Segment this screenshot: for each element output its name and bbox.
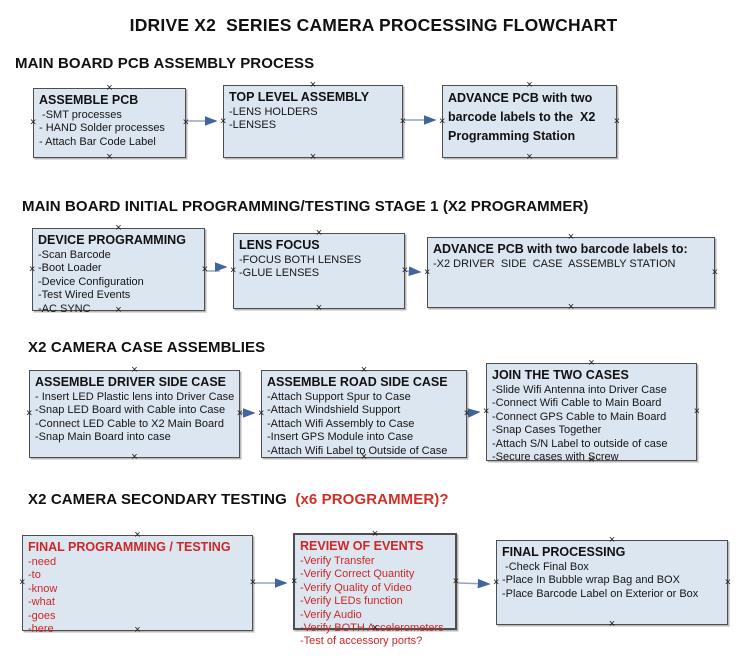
- flow-box-top-level-assembly: TOP LEVEL ASSEMBLY -LENS HOLDERS-LENSES: [223, 85, 403, 158]
- box-item: -goes: [28, 609, 56, 622]
- box-item: -Insert GPS Module into Case: [267, 431, 414, 444]
- box-title: ASSEMBLE PCB: [39, 93, 139, 107]
- box-items: -Check Final Box-Place In Bubble wrap Ba…: [502, 561, 723, 601]
- box-item: -Snap LED Board with Cable into Case: [35, 404, 226, 417]
- box-item: -Attach Wifi Label to Outside of Case: [267, 444, 448, 457]
- section-heading-programmer-highlight: (x6 PROGRAMMER)?: [295, 491, 449, 508]
- box-item: -Place Barcode Label on Exterior or Box: [502, 587, 699, 600]
- box-title: LENS FOCUS: [239, 238, 320, 252]
- box-item: -GLUE LENSES: [239, 267, 320, 280]
- arrow-road-case-to-join-cases: [467, 408, 481, 418]
- box-item: -Attach S/N Label to outside of case: [492, 437, 668, 450]
- box-item: -to: [28, 569, 41, 582]
- flow-box-final-programming-testing: FINAL PROGRAMMING / TESTING -need-to-kno…: [22, 535, 253, 635]
- box-items: - Insert LED Plastic lens into Driver Ca…: [35, 391, 235, 445]
- box-item: -Scan Barcode: [38, 248, 111, 261]
- box-item: -Verify Correct Quantity: [300, 568, 415, 581]
- flow-box-assemble-pcb: ASSEMBLE PCB -SMT processes- HAND Solder…: [33, 88, 186, 158]
- box-title: ADVANCE PCB with two barcode labels to t…: [448, 91, 599, 143]
- flow-box-advance-pcb-to-driver-side-station: ADVANCE PCB with two barcode labels to: …: [427, 237, 715, 308]
- box-items: -LENS HOLDERS-LENSES: [229, 106, 398, 133]
- box-item: -FOCUS BOTH LENSES: [239, 253, 362, 266]
- box-items: -need-to-know-what-goes-here: [28, 556, 248, 636]
- box-item: -Attach Windshield Support: [267, 404, 401, 417]
- box-items: -Attach Support Spur to Case-Attach Wind…: [267, 391, 462, 458]
- box-item: - Attach Bar Code Label: [39, 135, 156, 148]
- box-item: -Connect GPS Cable to Main Board: [492, 410, 667, 423]
- box-item: -Snap Main Board into case: [35, 431, 171, 444]
- box-items: -SMT processes- HAND Solder processes- A…: [39, 109, 181, 149]
- box-items: -Slide Wifi Antenna into Driver Case-Con…: [492, 384, 692, 464]
- box-item: -AC SYNC: [38, 302, 91, 315]
- box-title: TOP LEVEL ASSEMBLY: [229, 90, 370, 104]
- box-item: -here: [28, 622, 54, 635]
- box-item: -Attach Support Spur to Case: [267, 390, 411, 403]
- flow-box-advance-pcb-to-programming-station: ADVANCE PCB with two barcode labels to t…: [442, 85, 617, 158]
- box-items: -X2 DRIVER SIDE CASE ASSEMBLY STATION: [433, 258, 710, 271]
- box-item: - Insert LED Plastic lens into Driver Ca…: [35, 390, 235, 403]
- flow-box-join-the-two-cases: JOIN THE TWO CASES -Slide Wifi Antenna i…: [486, 363, 697, 464]
- flow-box-lens-focus: LENS FOCUS -FOCUS BOTH LENSES-GLUE LENSE…: [233, 233, 405, 309]
- box-item: -Verify LEDs function: [300, 595, 403, 608]
- box-item: -Boot Loader: [38, 262, 102, 275]
- box-item: -Test Wired Events: [38, 289, 131, 302]
- flow-box-device-programming: DEVICE PROGRAMMING -Scan Barcode-Boot Lo…: [32, 228, 205, 315]
- arrow-device-programming-to-lens-focus: [206, 262, 228, 272]
- box-item: -LENS HOLDERS: [229, 105, 318, 118]
- box-item: -Connect Wifi Cable to Main Board: [492, 397, 662, 410]
- flow-box-final-processing: FINAL PROCESSING -Check Final Box-Place …: [496, 540, 728, 625]
- section-heading-initial-programming: MAIN BOARD INITIAL PROGRAMMING/TESTING S…: [22, 198, 589, 215]
- box-title: ASSEMBLE ROAD SIDE CASE: [267, 375, 448, 389]
- box-item: - HAND Solder processes: [39, 122, 165, 135]
- box-items: -Verify Transfer-Verify Correct Quantity…: [300, 555, 451, 649]
- flow-box-review-of-events: REVIEW OF EVENTS -Verify Transfer-Verify…: [293, 533, 457, 647]
- box-item: -Verify Audio: [300, 608, 362, 621]
- box-item: -need: [28, 555, 57, 568]
- box-title: FINAL PROCESSING: [502, 545, 626, 559]
- arrow-review-to-final-processing: [457, 578, 491, 589]
- box-item: -Attach Wifi Assembly to Case: [267, 417, 415, 430]
- section-heading-pcb-assembly: MAIN BOARD PCB ASSEMBLY PROCESS: [15, 55, 315, 72]
- box-item: -know: [28, 582, 58, 595]
- box-title: JOIN THE TWO CASES: [492, 368, 629, 382]
- box-item: -Verify Transfer: [300, 554, 375, 567]
- box-item: -Test of accessory ports?: [300, 635, 423, 648]
- box-title: DEVICE PROGRAMMING: [38, 233, 186, 247]
- box-item: -Verify BOTH Accelerometers: [300, 621, 444, 634]
- box-items: -Scan Barcode-Boot Loader-Device Configu…: [38, 249, 200, 316]
- box-item: -Place In Bubble wrap Bag and BOX: [502, 574, 680, 587]
- box-item: -Connect LED Cable to X2 Main Board: [35, 417, 224, 430]
- box-item: -Verify Quality of Video: [300, 581, 412, 594]
- box-item: -X2 DRIVER SIDE CASE ASSEMBLY STATION: [433, 257, 676, 270]
- box-item: -Slide Wifi Antenna into Driver Case: [492, 383, 667, 396]
- section-heading-case-assemblies: X2 CAMERA CASE ASSEMBLIES: [28, 339, 266, 356]
- box-title: REVIEW OF EVENTS: [300, 539, 424, 553]
- arrow-lens-focus-to-advance-pcb: [405, 266, 422, 276]
- section-heading-secondary-testing-text: X2 CAMERA SECONDARY TESTING: [28, 491, 296, 508]
- box-item: -LENSES: [229, 119, 277, 132]
- flow-box-assemble-road-side-case: ASSEMBLE ROAD SIDE CASE -Attach Support …: [261, 370, 467, 458]
- box-item: -what: [28, 596, 55, 609]
- page-title: IDRIVE X2 SERIES CAMERA PROCESSING FLOWC…: [129, 15, 618, 35]
- box-title: ASSEMBLE DRIVER SIDE CASE: [35, 375, 227, 389]
- box-title: FINAL PROGRAMMING / TESTING: [28, 540, 231, 554]
- box-item: -SMT processes: [39, 108, 122, 121]
- section-heading-secondary-testing: X2 CAMERA SECONDARY TESTING (x6 PROGRAMM…: [28, 491, 449, 508]
- box-item: -Check Final Box: [502, 560, 589, 573]
- flow-box-assemble-driver-side-case: ASSEMBLE DRIVER SIDE CASE - Insert LED P…: [29, 370, 240, 458]
- box-item: -Device Configuration: [38, 275, 144, 288]
- box-title: ADVANCE PCB with two barcode labels to:: [433, 242, 688, 256]
- box-items: -FOCUS BOTH LENSES-GLUE LENSES: [239, 254, 400, 281]
- box-item: -Secure cases with Screw: [492, 450, 619, 463]
- box-item: -Snap Cases Together: [492, 424, 602, 437]
